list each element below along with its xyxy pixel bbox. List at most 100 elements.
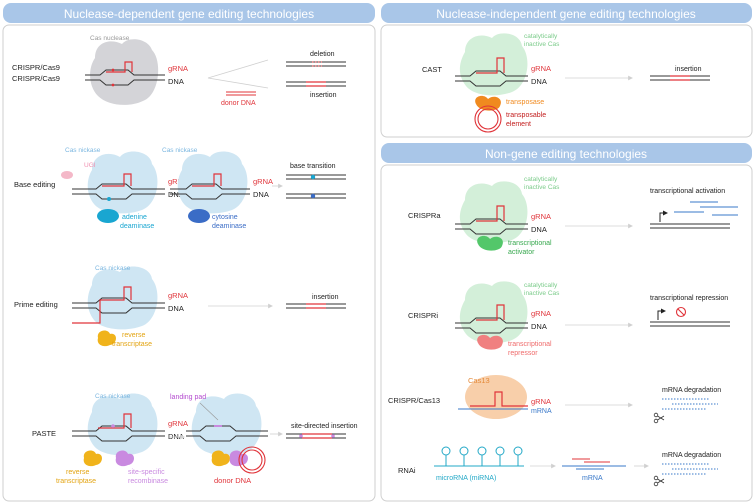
paste-recomb-1: site-specific	[128, 469, 165, 476]
element-2: element	[506, 121, 531, 128]
donor-dna-label: donor DNA	[221, 100, 256, 107]
ugi-label: UGI	[84, 162, 96, 169]
promoter-arrow-icon-2	[657, 308, 666, 320]
cast-label: CAST	[422, 65, 442, 74]
element-1: transposable	[506, 112, 546, 119]
outcome-insertion-prime: insertion	[312, 294, 339, 301]
cas-nickase-blob-right	[177, 151, 248, 214]
bottom-right-panel: Non-gene editing technologies	[380, 143, 753, 502]
rnai-label: RNAi	[398, 466, 416, 475]
base-editing-label: Base editing	[14, 180, 55, 189]
prime-rt-1: reverse	[122, 332, 145, 339]
paste-label: PASTE	[32, 429, 56, 438]
landing-pad-label: landing pad	[170, 394, 206, 401]
crispra-enzyme-1: catalytically	[524, 176, 558, 183]
row-prime-editing: Prime editing Cas nickase gRNA DNA rever…	[14, 265, 346, 348]
row-cast: CAST catalytically inactive Cas gRNA DNA…	[422, 33, 710, 133]
crispra-outcome: transcriptional activation	[650, 188, 725, 195]
crispra-label: CRISPRa	[408, 211, 441, 220]
cytosine-deaminase-shape	[188, 209, 210, 223]
crispra-grna: gRNA	[531, 212, 551, 221]
cytosine-deaminase-1: cytosine	[212, 214, 238, 221]
paste-donor-label: donor DNA	[214, 476, 251, 485]
crispri-label: CRISPRi	[408, 311, 438, 320]
no-entry-icon	[675, 306, 687, 318]
cas-nuclease-label: Cas nuclease	[90, 35, 130, 42]
cast-enzyme-2: inactive Cas	[524, 41, 560, 48]
outcome-insertion-cas9: insertion	[310, 92, 337, 99]
crispri-enzyme-2: inactive Cas	[524, 290, 560, 297]
cas13-enzyme: Cas13	[468, 376, 490, 385]
rnai-mrna: mRNA	[582, 475, 603, 482]
cas13-grna: gRNA	[531, 397, 551, 406]
paste-recombinase-shape	[115, 450, 134, 467]
prime-editing-grna: gRNA	[168, 291, 188, 300]
paste-dna: DNA	[168, 432, 184, 441]
crispri-inactive-cas-blob	[459, 281, 528, 344]
crispra-enzyme-2: inactive Cas	[524, 184, 560, 191]
row-crispr-cas9: CRISPR/Cas9 CRISPR/Cas9 Cas nuclease gRN…	[12, 35, 346, 107]
paste-rt-1: reverse	[66, 469, 89, 476]
crispri-enzyme-1: catalytically	[524, 282, 558, 289]
crispr-cas9-grna: gRNA	[168, 64, 188, 73]
donor-dna-circle	[238, 446, 266, 474]
crispri-grna: gRNA	[531, 309, 551, 318]
row-base-editing: Base editing Cas nickase UGI gRNA DNA ad…	[14, 147, 346, 230]
activator-1: transcriptional	[508, 240, 552, 247]
prime-rt-2: transcriptase	[112, 341, 152, 348]
reverse-transcriptase-shape	[97, 330, 116, 347]
transcriptional-activator-shape	[477, 235, 503, 251]
cas13-mrna: mRNA	[531, 408, 552, 415]
crispra-dna: DNA	[531, 225, 547, 234]
outcome-site-directed: site-directed insertion	[291, 423, 358, 430]
cas-nickase-blob-left	[87, 151, 158, 214]
scissors-icon-2	[653, 475, 665, 487]
rnai-outcome: mRNA degradation	[662, 452, 721, 459]
cas13-outcome: mRNA degradation	[662, 387, 721, 394]
crispr-cas9-dna: DNA	[168, 77, 184, 86]
scissors-icon	[653, 412, 665, 424]
crispr-cas9-label-2: CRISPR/Cas9	[12, 74, 60, 83]
transcriptional-repressor-shape	[477, 334, 503, 350]
activator-2: activator	[508, 249, 535, 256]
cast-dna: DNA	[531, 77, 547, 86]
crispra-inactive-cas-blob	[459, 181, 528, 244]
row-paste: PASTE Cas nickase gRNA DNA reverse trans…	[32, 393, 358, 485]
bottom-right-panel-title: Non-gene editing technologies	[485, 147, 647, 161]
cas13-blob	[465, 375, 527, 419]
paste-rt-shape	[83, 450, 102, 467]
cas-nickase-label-left: Cas nickase	[65, 147, 101, 154]
paste-recomb-2: recombinase	[128, 478, 168, 485]
paste-rt-2: transcriptase	[56, 478, 96, 485]
adenine-deaminase-1: adenine	[122, 214, 147, 221]
prime-editing-dna: DNA	[168, 304, 184, 313]
cytosine-deaminase-2: deaminase	[212, 223, 246, 230]
transposable-element-circle	[474, 105, 502, 133]
crispr-cas9-label-1: CRISPR/Cas9	[12, 63, 60, 72]
cast-outcome: insertion	[675, 66, 702, 73]
row-rnai: RNAi microRNA (miRNA) mRNA mRNA degradat…	[398, 446, 721, 487]
top-right-panel-title: Nuclease-independent gene editing techno…	[436, 7, 696, 21]
promoter-arrow-icon	[659, 210, 668, 222]
paste-cas-nickase-label: Cas nickase	[95, 393, 131, 400]
crispri-dna: DNA	[531, 322, 547, 331]
adenine-deaminase-shape	[97, 209, 119, 223]
repressor-2: repressor	[508, 350, 538, 357]
row-crispr-cas13: CRISPR/Cas13 Cas13 gRNA mRNA mRNA degrad…	[388, 375, 721, 424]
mirna-hairpins	[434, 446, 524, 467]
outcome-deletion: deletion	[310, 51, 335, 58]
outcome-base-transition: base transition	[290, 163, 336, 170]
row-crispra: CRISPRa catalytically inactive Cas gRNA …	[408, 176, 738, 256]
paste-cas-nickase-blob	[87, 393, 158, 456]
left-panel: Nuclease-dependent gene editing technolo…	[2, 3, 376, 502]
cast-grna: gRNA	[531, 64, 551, 73]
crispri-outcome: transcriptional repression	[650, 295, 728, 302]
paste-cas-nickase-blob-2	[191, 393, 262, 456]
cas13-label: CRISPR/Cas13	[388, 396, 440, 405]
adenine-deaminase-2: deaminase	[120, 223, 154, 230]
cast-enzyme-1: catalytically	[524, 33, 558, 40]
transposase-shape	[475, 95, 501, 111]
base-editing-dna-2: DNA	[253, 190, 269, 199]
